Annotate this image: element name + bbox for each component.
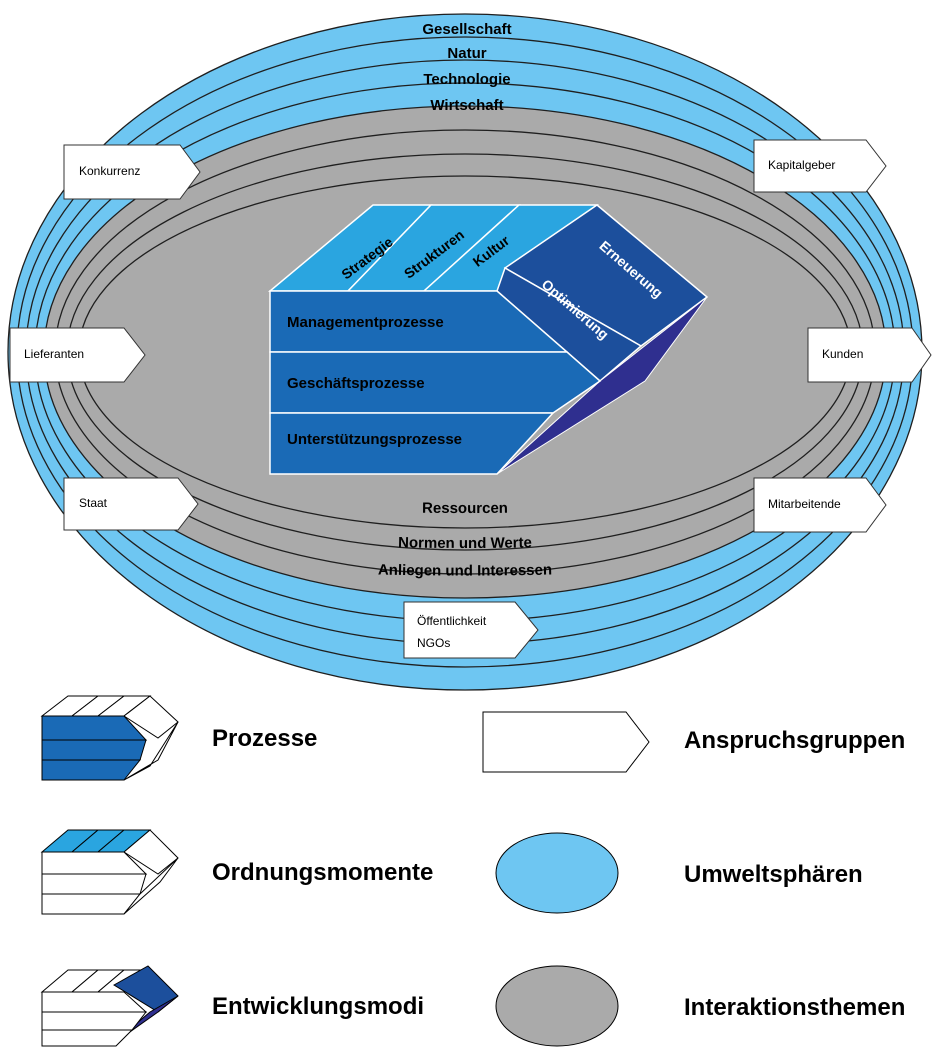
sphere-labels: Gesellschaft Natur Technologie Wirtschaf… (422, 21, 511, 114)
legend: Prozesse Ordnungsmomente Entwicklungsmod… (40, 695, 905, 1047)
interaction-label-anliegen: Anliegen und Interessen (378, 561, 552, 579)
process-face-geschaeft (269, 351, 602, 414)
stakeholder-label-konkurrenz: Konkurrenz (79, 164, 140, 178)
stakeholder-oeffentlichkeit: Öffentlichkeit NGOs (403, 601, 539, 659)
stakeholder-label-kunden: Kunden (822, 347, 863, 361)
process-label-unterstuetzung: Unterstützungsprozesse (287, 431, 462, 448)
legend-label-interaktionsthemen: Interaktionsthemen (684, 994, 905, 1021)
stakeholder-label-lieferanten: Lieferanten (24, 347, 84, 361)
legend-label-anspruchsgruppen: Anspruchsgruppen (684, 727, 905, 754)
interaction-label-normen: Normen und Werte (398, 534, 532, 552)
stakeholder-kunden: Kunden (807, 327, 932, 383)
sphere-label-gesellschaft: Gesellschaft (422, 21, 511, 38)
legend-icon-ordnungsmomente (40, 829, 179, 915)
sphere-label-natur: Natur (447, 45, 486, 62)
stakeholder-konkurrenz: Konkurrenz (63, 144, 201, 200)
legend-icon-entwicklungsmodi (40, 965, 179, 1047)
legend-label-ordnungsmomente: Ordnungsmomente (212, 859, 433, 886)
stakeholder-label-oeffentlichkeit: Öffentlichkeit (417, 614, 487, 628)
stakeholder-mitarbeitende: Mitarbeitende (753, 477, 887, 533)
stakeholder-label-staat: Staat (79, 496, 108, 510)
stakeholders: Konkurrenz Kapitalgeber Lieferanten Kund… (9, 139, 932, 659)
process-label-geschaeft: Geschäftsprozesse (287, 375, 425, 392)
stakeholder-label-mitarbeitende: Mitarbeitende (768, 497, 841, 511)
legend-label-umweltsphaeren: Umweltsphären (684, 861, 863, 888)
stakeholder-label-ngos: NGOs (417, 636, 450, 650)
process-face-unterstuetzung (269, 412, 555, 475)
sphere-label-wirtschaft: Wirtschaft (430, 97, 503, 114)
stakeholder-label-kapitalgeber: Kapitalgeber (768, 158, 835, 172)
process-label-management: Managementprozesse (287, 314, 444, 331)
legend-icon-anspruchsgruppen (482, 711, 650, 773)
sphere-label-technologie: Technologie (423, 71, 510, 88)
legend-icon-interaktionsthemen (495, 965, 619, 1047)
interaction-label-ressourcen: Ressourcen (422, 500, 508, 517)
legend-label-entwicklungsmodi: Entwicklungsmodi (212, 993, 424, 1020)
legend-label-prozesse: Prozesse (212, 725, 317, 752)
interaction-labels: Ressourcen Normen und Werte Anliegen und… (378, 500, 552, 580)
legend-icon-umweltsphaeren (495, 832, 619, 914)
stakeholder-lieferanten: Lieferanten (9, 327, 146, 383)
organization-block: Strategie Strukturen Kultur Erneuerung O… (267, 204, 709, 475)
legend-icon-prozesse (40, 695, 179, 781)
stakeholder-staat: Staat (63, 477, 199, 531)
stakeholder-kapitalgeber: Kapitalgeber (753, 139, 887, 193)
